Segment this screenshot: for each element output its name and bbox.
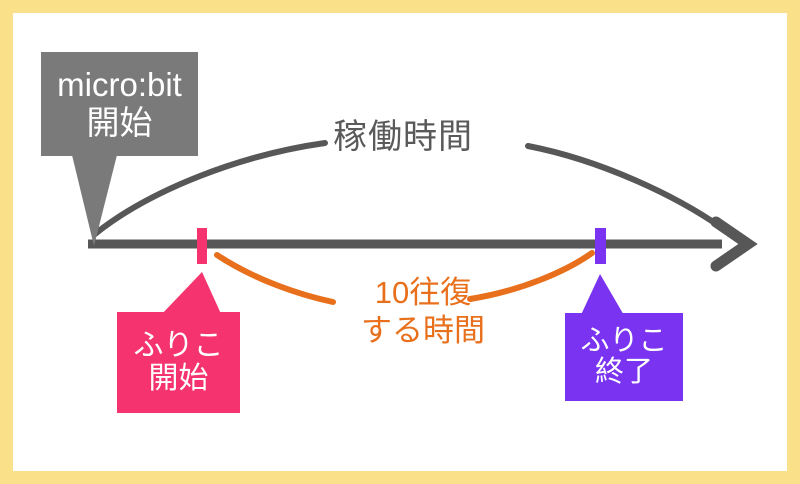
pendulum-start-tick: [197, 228, 207, 264]
microbit-start-line2: 開始: [86, 104, 153, 141]
microbit-start-line1: micro:bit: [57, 66, 182, 104]
uptime-span-label: 稼働時間: [333, 118, 473, 156]
pendulum-end-line1: ふりこ: [580, 324, 668, 357]
pendulum-end-tick: [595, 228, 606, 264]
pendulum-end-callout[interactable]: ふりこ 終了: [565, 313, 683, 401]
pendulum-start-callout[interactable]: ふりこ 開始: [117, 312, 240, 413]
pendulum-start-callout-tail: [160, 272, 222, 316]
ten-swings-label-line1: 10往復: [374, 275, 472, 310]
ten-swings-label-line2: する時間: [361, 312, 485, 348]
microbit-start-callout[interactable]: micro:bit 開始: [41, 52, 198, 156]
time-axis-arrowhead: [710, 216, 758, 272]
uptime-arc-right: [525, 143, 725, 231]
pendulum-start-line1: ふりこ: [133, 329, 224, 363]
swings-arc-right: [467, 250, 595, 302]
pendulum-start-line2: 開始: [148, 361, 209, 395]
pendulum-end-line2: 終了: [594, 356, 653, 388]
uptime-arc-left: [92, 140, 328, 237]
ten-swings-span-label: 10往復 する時間: [338, 274, 508, 350]
swings-arc-left: [214, 252, 336, 305]
microbit-start-callout-tail: [72, 155, 117, 246]
pendulum-end-callout-tail: [580, 274, 625, 317]
